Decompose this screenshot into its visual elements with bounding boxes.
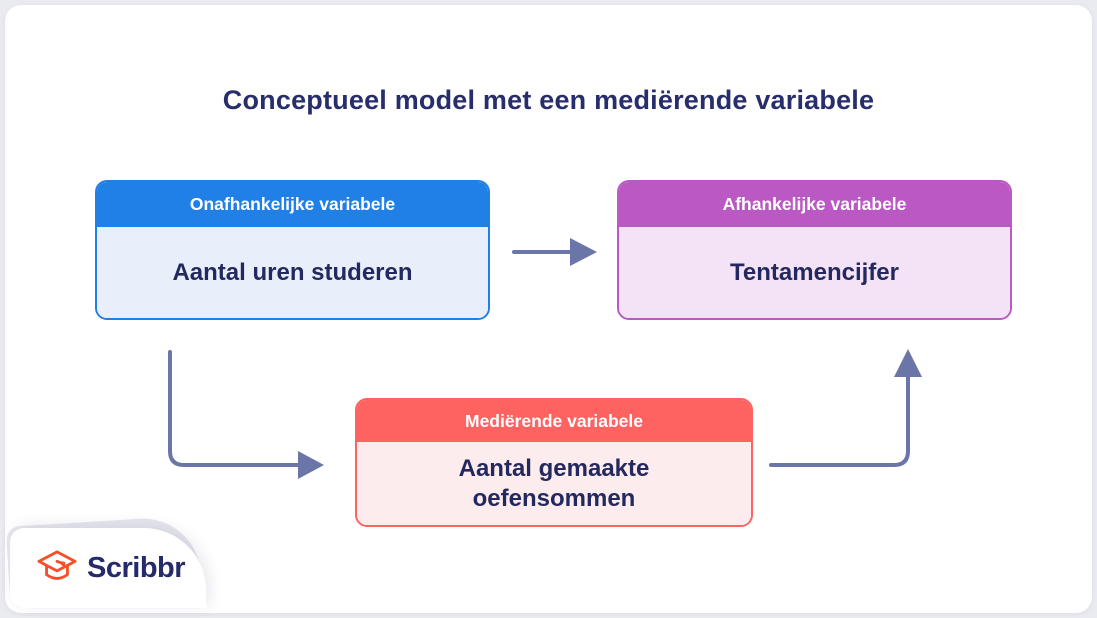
- node-independent-value: Aantal uren studeren: [97, 227, 488, 318]
- node-independent-header: Onafhankelijke variabele: [97, 182, 488, 227]
- node-mediator-value: Aantal gemaakte oefensommen: [357, 442, 751, 525]
- graduation-cap-icon: [37, 550, 77, 580]
- logo-badge-front-layer: Scribbr: [10, 528, 206, 608]
- arrow-independent-to-dependent-icon: [512, 238, 597, 266]
- node-dependent-variable: Afhankelijke variabele Tentamencijfer: [617, 180, 1012, 320]
- scribbr-logo-badge: Scribbr: [5, 515, 206, 608]
- diagram-title: Conceptueel model met een mediërende var…: [222, 85, 875, 115]
- node-dependent-header: Afhankelijke variabele: [619, 182, 1010, 227]
- arrow-mediator-to-dependent-icon: [769, 349, 922, 467]
- node-independent-variable: Onafhankelijke variabele Aantal uren stu…: [95, 180, 490, 320]
- node-mediator-variable: Mediërende variabele Aantal gemaakte oef…: [355, 398, 753, 527]
- node-mediator-header: Mediërende variabele: [357, 400, 751, 442]
- node-dependent-value: Tentamencijfer: [619, 227, 1010, 318]
- arrow-independent-to-mediator-icon: [168, 350, 324, 479]
- scribbr-logo-text: Scribbr: [87, 551, 186, 584]
- diagram-card: Conceptueel model met een mediërende var…: [5, 5, 1092, 613]
